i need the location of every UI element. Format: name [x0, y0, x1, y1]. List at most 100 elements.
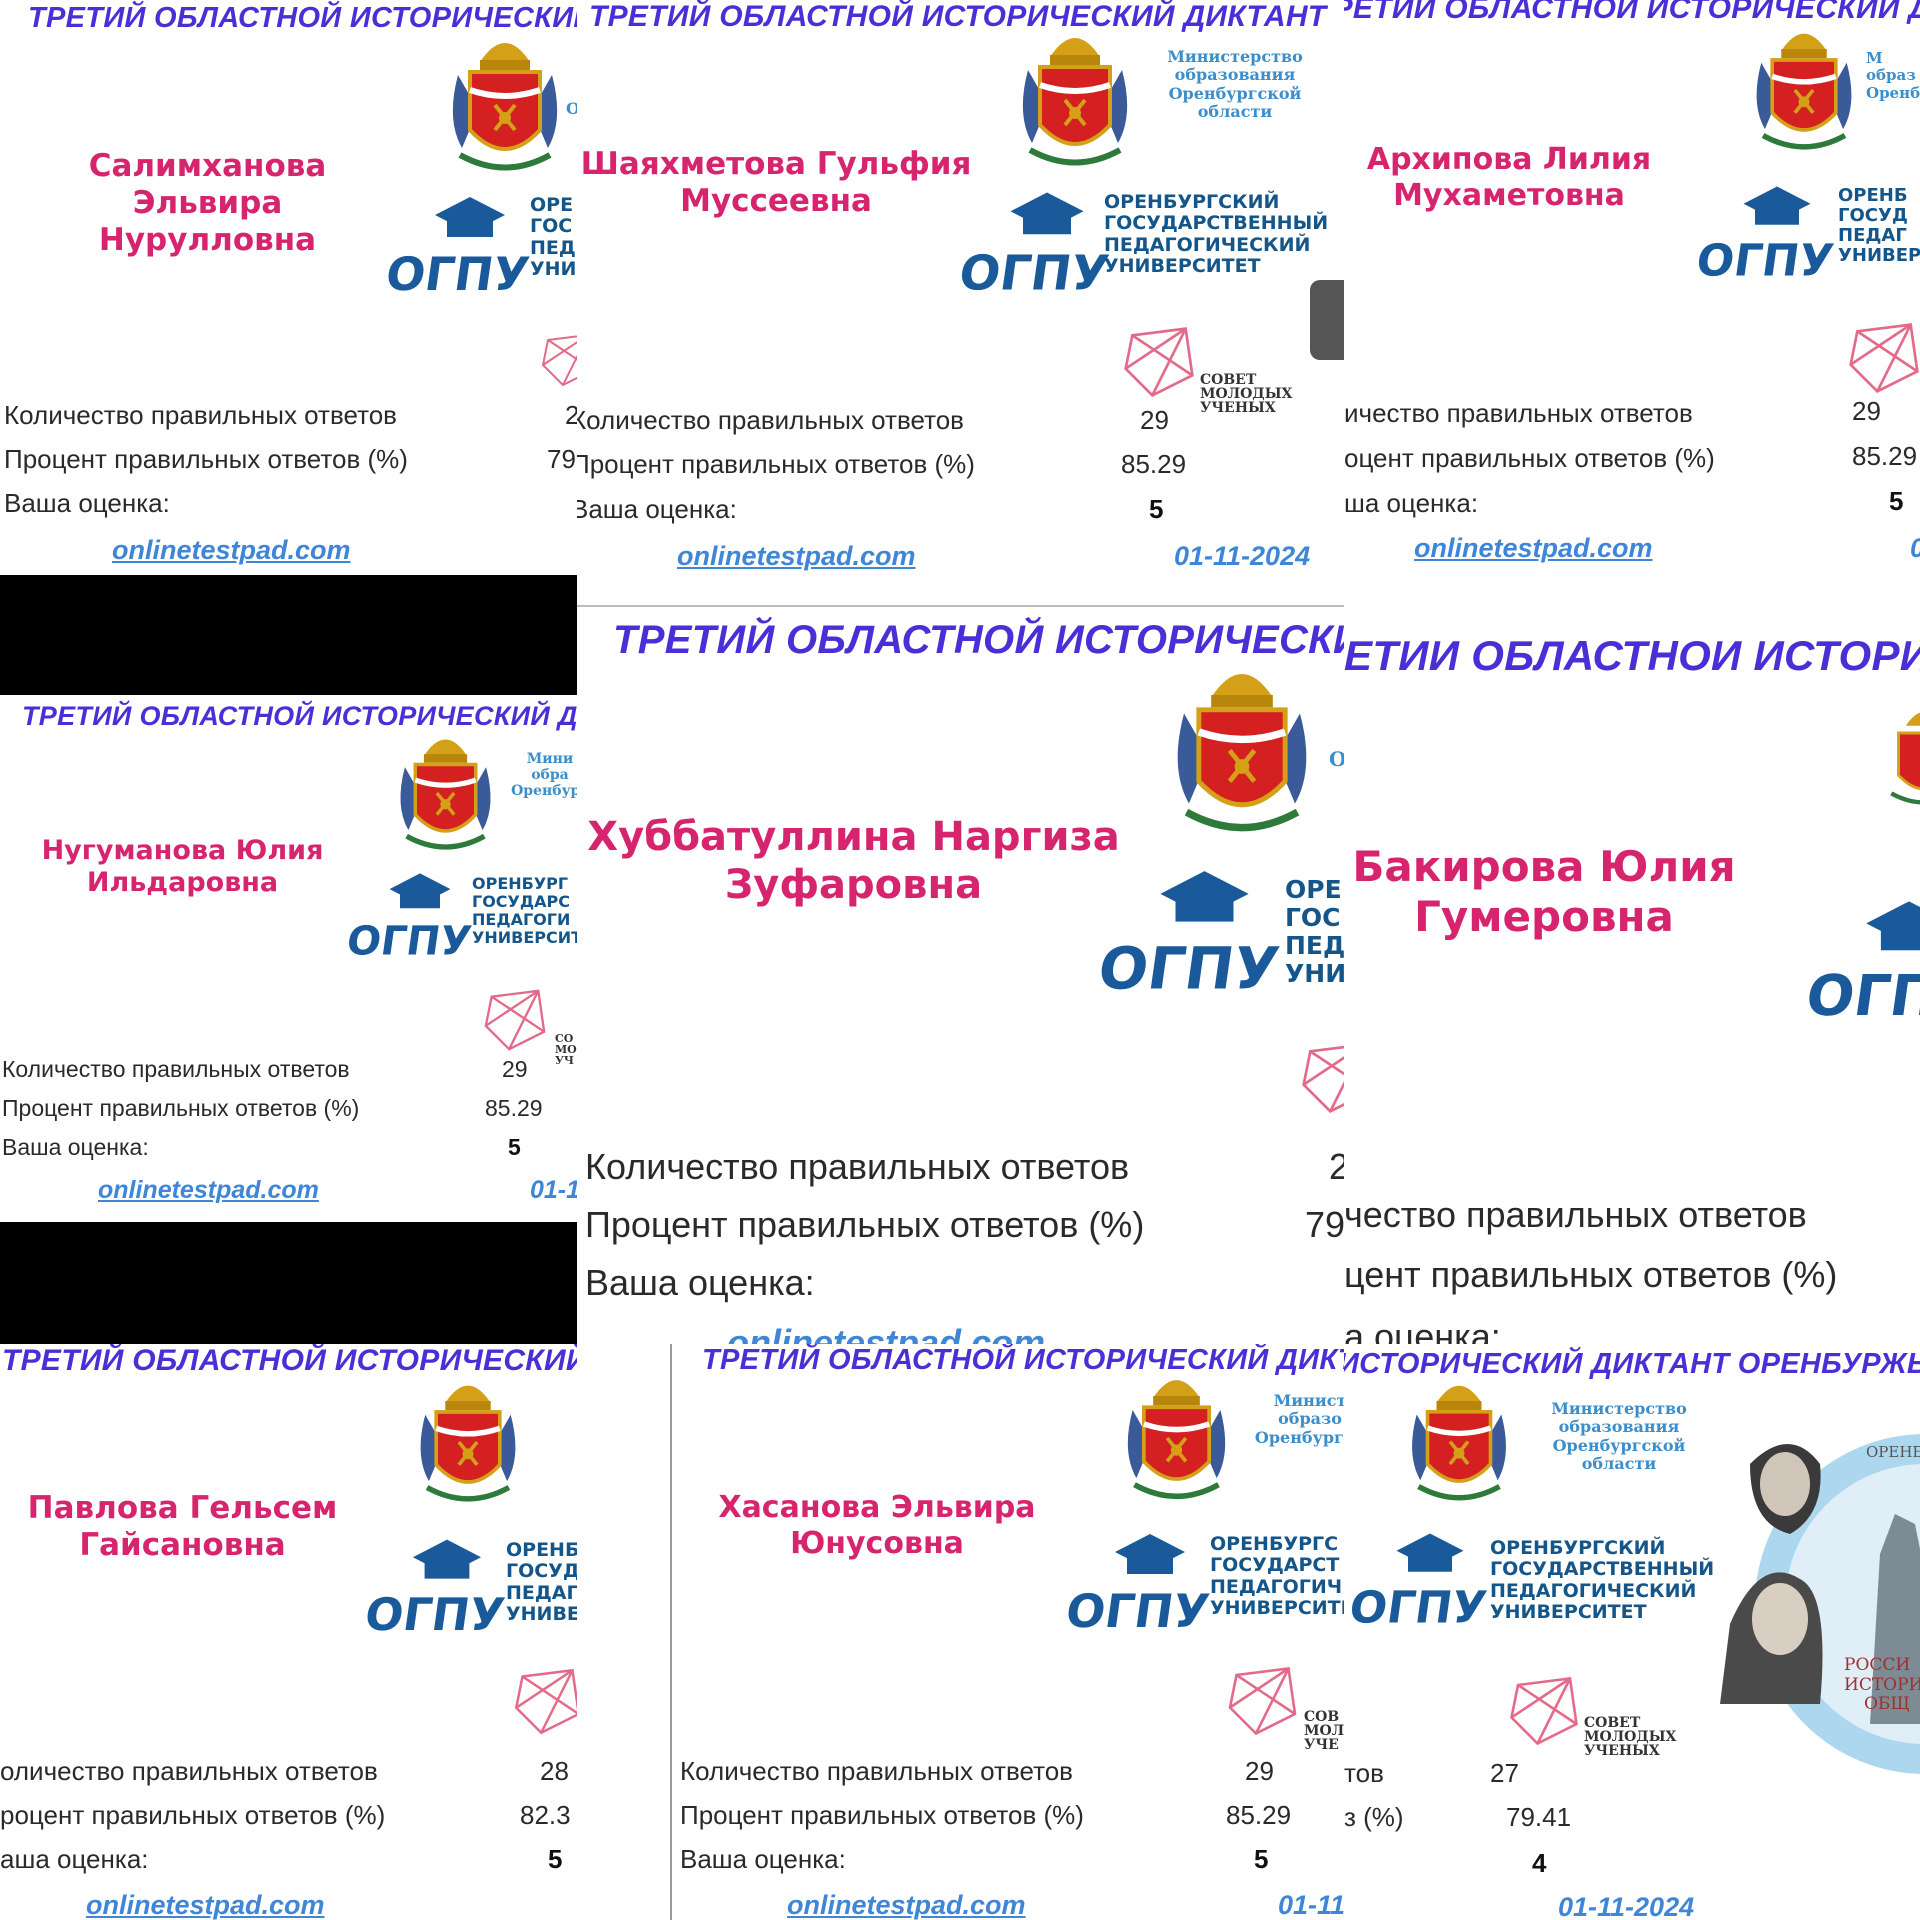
university-line: УНИ	[1285, 959, 1344, 988]
university-line: ОРЕНБ	[506, 1539, 577, 1561]
divider-line	[670, 1344, 672, 1920]
oren-coat-of-arms-icon	[1890, 712, 1920, 805]
ministry-text: Минист образо Оренбургск	[1240, 1391, 1344, 1447]
onlinetestpad-link[interactable]: onlinetestpad.com	[727, 1322, 1046, 1344]
correct-percent-label: Процент правильных ответов (%)	[577, 449, 975, 479]
participant-name: Нугуманова Юлия Ильдаровна	[41, 835, 324, 899]
correct-percent-label: Процент правильных ответов (%)	[4, 444, 408, 474]
correct-count-value: 29	[1140, 405, 1169, 435]
university-line: ПЕДАГ	[1838, 225, 1907, 247]
correct-percent-label: роцент правильных ответов (%)	[0, 1800, 386, 1830]
correct-count-label: Количество правильных ответов	[2, 1056, 350, 1082]
university-line: ГОСУДАРСТВЕННЫЙ	[1490, 1558, 1715, 1581]
university-line: ГОСУДАРС	[472, 891, 570, 911]
council-logo-icon	[1510, 1677, 1578, 1746]
council-line: СО	[555, 1032, 574, 1045]
certificate-date: 01-1	[530, 1176, 577, 1204]
ministry-line: Оренбургской области	[1168, 83, 1302, 122]
university-line: ПЕДАГОГИ	[472, 909, 571, 929]
ministry-text: О	[1329, 747, 1344, 771]
onlinetestpad-link[interactable]: onlinetestpad.com	[86, 1890, 325, 1920]
correct-count-value: 29	[1245, 1756, 1274, 1786]
university-line: ОРЕ	[530, 194, 574, 216]
grade-label: аша оценка:	[0, 1844, 149, 1874]
correct-percent-label: Процент правильных ответов (%)	[680, 1800, 1084, 1830]
university-name: ОРЕНБУРГС ГОСУДАРСТ ПЕДАГОГИЧ УНИВЕРСИТЕ	[1210, 1533, 1344, 1619]
correct-count-value: 28	[540, 1756, 569, 1786]
ministry-line: Министерство	[1551, 1399, 1687, 1418]
council-logo-icon	[484, 989, 546, 1051]
ogpu-logo-icon: ОГПУ	[1346, 1533, 1490, 1633]
dictation-title: ТРЕТИЙ ОБЛАСТНОЙ ИСТОРИЧЕСКИЙ ДИКТАНТ	[1344, 0, 1920, 25]
ministry-line: образования	[1558, 1417, 1680, 1437]
svg-text:ОГПУ: ОГПУ	[1802, 964, 1920, 1029]
council-logo-icon	[1302, 1045, 1344, 1113]
university-line: УНИВЕР	[506, 1602, 577, 1625]
ogpu-logo-icon: ОГПУ	[1802, 901, 1920, 1029]
university-line: ПЕД	[1285, 931, 1344, 960]
grade-value: 5	[548, 1844, 563, 1874]
ministry-text: Мини обра Оренбург	[500, 751, 577, 799]
correct-percent-value: 85.29	[1852, 441, 1918, 471]
oren-coat-of-arms-icon	[1412, 1385, 1506, 1501]
participant-name: Хуббатуллина Наргиза Зуфаровна	[587, 814, 1120, 908]
correct-percent-value: 79	[547, 444, 576, 474]
correct-percent-value: 79.41	[1506, 1802, 1572, 1832]
correct-percent-value: 82.3	[520, 1800, 571, 1830]
onlinetestpad-link[interactable]: onlinetestpad.com	[677, 541, 916, 571]
council-logo-icon	[1228, 1667, 1297, 1736]
university-line: УНИВЕРСИТЕ	[1210, 1596, 1344, 1619]
council-line: УЧ	[555, 1054, 574, 1067]
ogpu-logo-icon: ОГПУ	[362, 1539, 508, 1641]
onlinetestpad-link[interactable]: onlinetestpad.com	[787, 1890, 1026, 1920]
participant-name: Шаяхметова Гульфия Муссеевна	[580, 146, 972, 220]
onlinetestpad-link[interactable]: onlinetestpad.com	[98, 1176, 319, 1204]
rio-line: ОБЩ	[1864, 1694, 1910, 1715]
dictation-title: ТРЕТИЙ ОБЛАСТНОЙ ИСТОРИЧЕСКИЙ ДИКТАНТ	[2, 1344, 577, 1377]
svg-text:ОГПУ: ОГПУ	[1094, 935, 1283, 1003]
correct-count-value: 29	[1852, 396, 1881, 426]
rio-text: РОССИ ИСТОРИ ОБЩ	[1844, 1655, 1920, 1715]
svg-text:ОГПУ: ОГПУ	[383, 247, 533, 301]
onlinetestpad-link[interactable]: onlinetestpad.com	[1414, 533, 1653, 563]
university-line: УНИ	[530, 257, 577, 280]
onlinetestpad-link[interactable]: onlinetestpad.com	[112, 535, 351, 565]
rio-line: ИСТОРИ	[1844, 1674, 1920, 1695]
rio-top-text: ОРЕНБ	[1866, 1443, 1920, 1461]
university-line: УНИВЕР	[1838, 245, 1920, 267]
dictation-title: ТРЕТИЙ ОБЛАСТНОЙ ИСТОРИЧЕСКИЙ ДИКТАНТ	[589, 0, 1327, 33]
university-line: ГОСУД	[506, 1560, 577, 1583]
council-line: УЧЕНЫХ	[1584, 1743, 1660, 1759]
certificate-tile-9: ИСТОРИЧЕСКИЙ ДИКТАНТ ОРЕНБУРЖЬЯ Министер…	[1344, 1344, 1920, 1920]
council-text: СОВ МОЛ УЧЕ	[1304, 1710, 1344, 1752]
university-line: ОРЕНБУРГС	[1210, 1533, 1339, 1555]
university-line: ГОСУДАРСТВЕННЫЙ	[1104, 212, 1329, 235]
svg-text:ОГПУ: ОГПУ	[1346, 1583, 1489, 1634]
svg-text:ОГПУ: ОГПУ	[956, 246, 1112, 302]
dictation-title: ТРЕТИЙ ОБЛАСТНОЙ ИСТОРИЧЕСКИЙ ДИКТАНТ	[702, 1344, 1344, 1376]
ogpu-logo-icon: ОГПУ	[344, 873, 474, 964]
ministry-line: обра	[531, 767, 569, 784]
black-bar	[0, 1222, 577, 1344]
correct-count-label: тов	[1344, 1758, 1384, 1788]
grade-label: Ваша оценка:	[680, 1844, 846, 1874]
dictation-title: ИСТОРИЧЕСКИЙ ДИКТАНТ ОРЕНБУРЖЬЯ	[1344, 1348, 1920, 1380]
ministry-line: образо	[1278, 1409, 1342, 1429]
svg-text:ОГПУ: ОГПУ	[1693, 236, 1836, 287]
divider-line	[577, 605, 1344, 607]
university-line: УНИВЕРСИТЕТ	[1104, 254, 1261, 277]
grade-value: 5	[1149, 494, 1164, 524]
ogpu-logo-icon: ОГПУ	[1693, 186, 1837, 286]
university-line: ОРЕНБУРГСКИЙ	[1490, 1537, 1666, 1559]
correct-percent-label: з (%)	[1344, 1802, 1404, 1832]
correct-count-label: Количество правильных ответов	[577, 405, 964, 435]
correct-percent-value: 85.29	[485, 1095, 543, 1121]
ministry-line: Мини	[526, 751, 574, 767]
ogpu-logo-icon: ОГПУ	[1094, 871, 1283, 1002]
ministry-line: М	[1866, 49, 1883, 67]
university-name: ОРЕНБУРГ ГОСУДАРС ПЕДАГОГИ УНИВЕРСИТ	[472, 875, 577, 947]
certificate-date: 01-11	[1278, 1890, 1344, 1920]
correct-count-value: 2	[1329, 1146, 1344, 1187]
ministry-line: Оренбург	[511, 783, 577, 800]
council-line: УЧЕ	[1304, 1737, 1339, 1753]
